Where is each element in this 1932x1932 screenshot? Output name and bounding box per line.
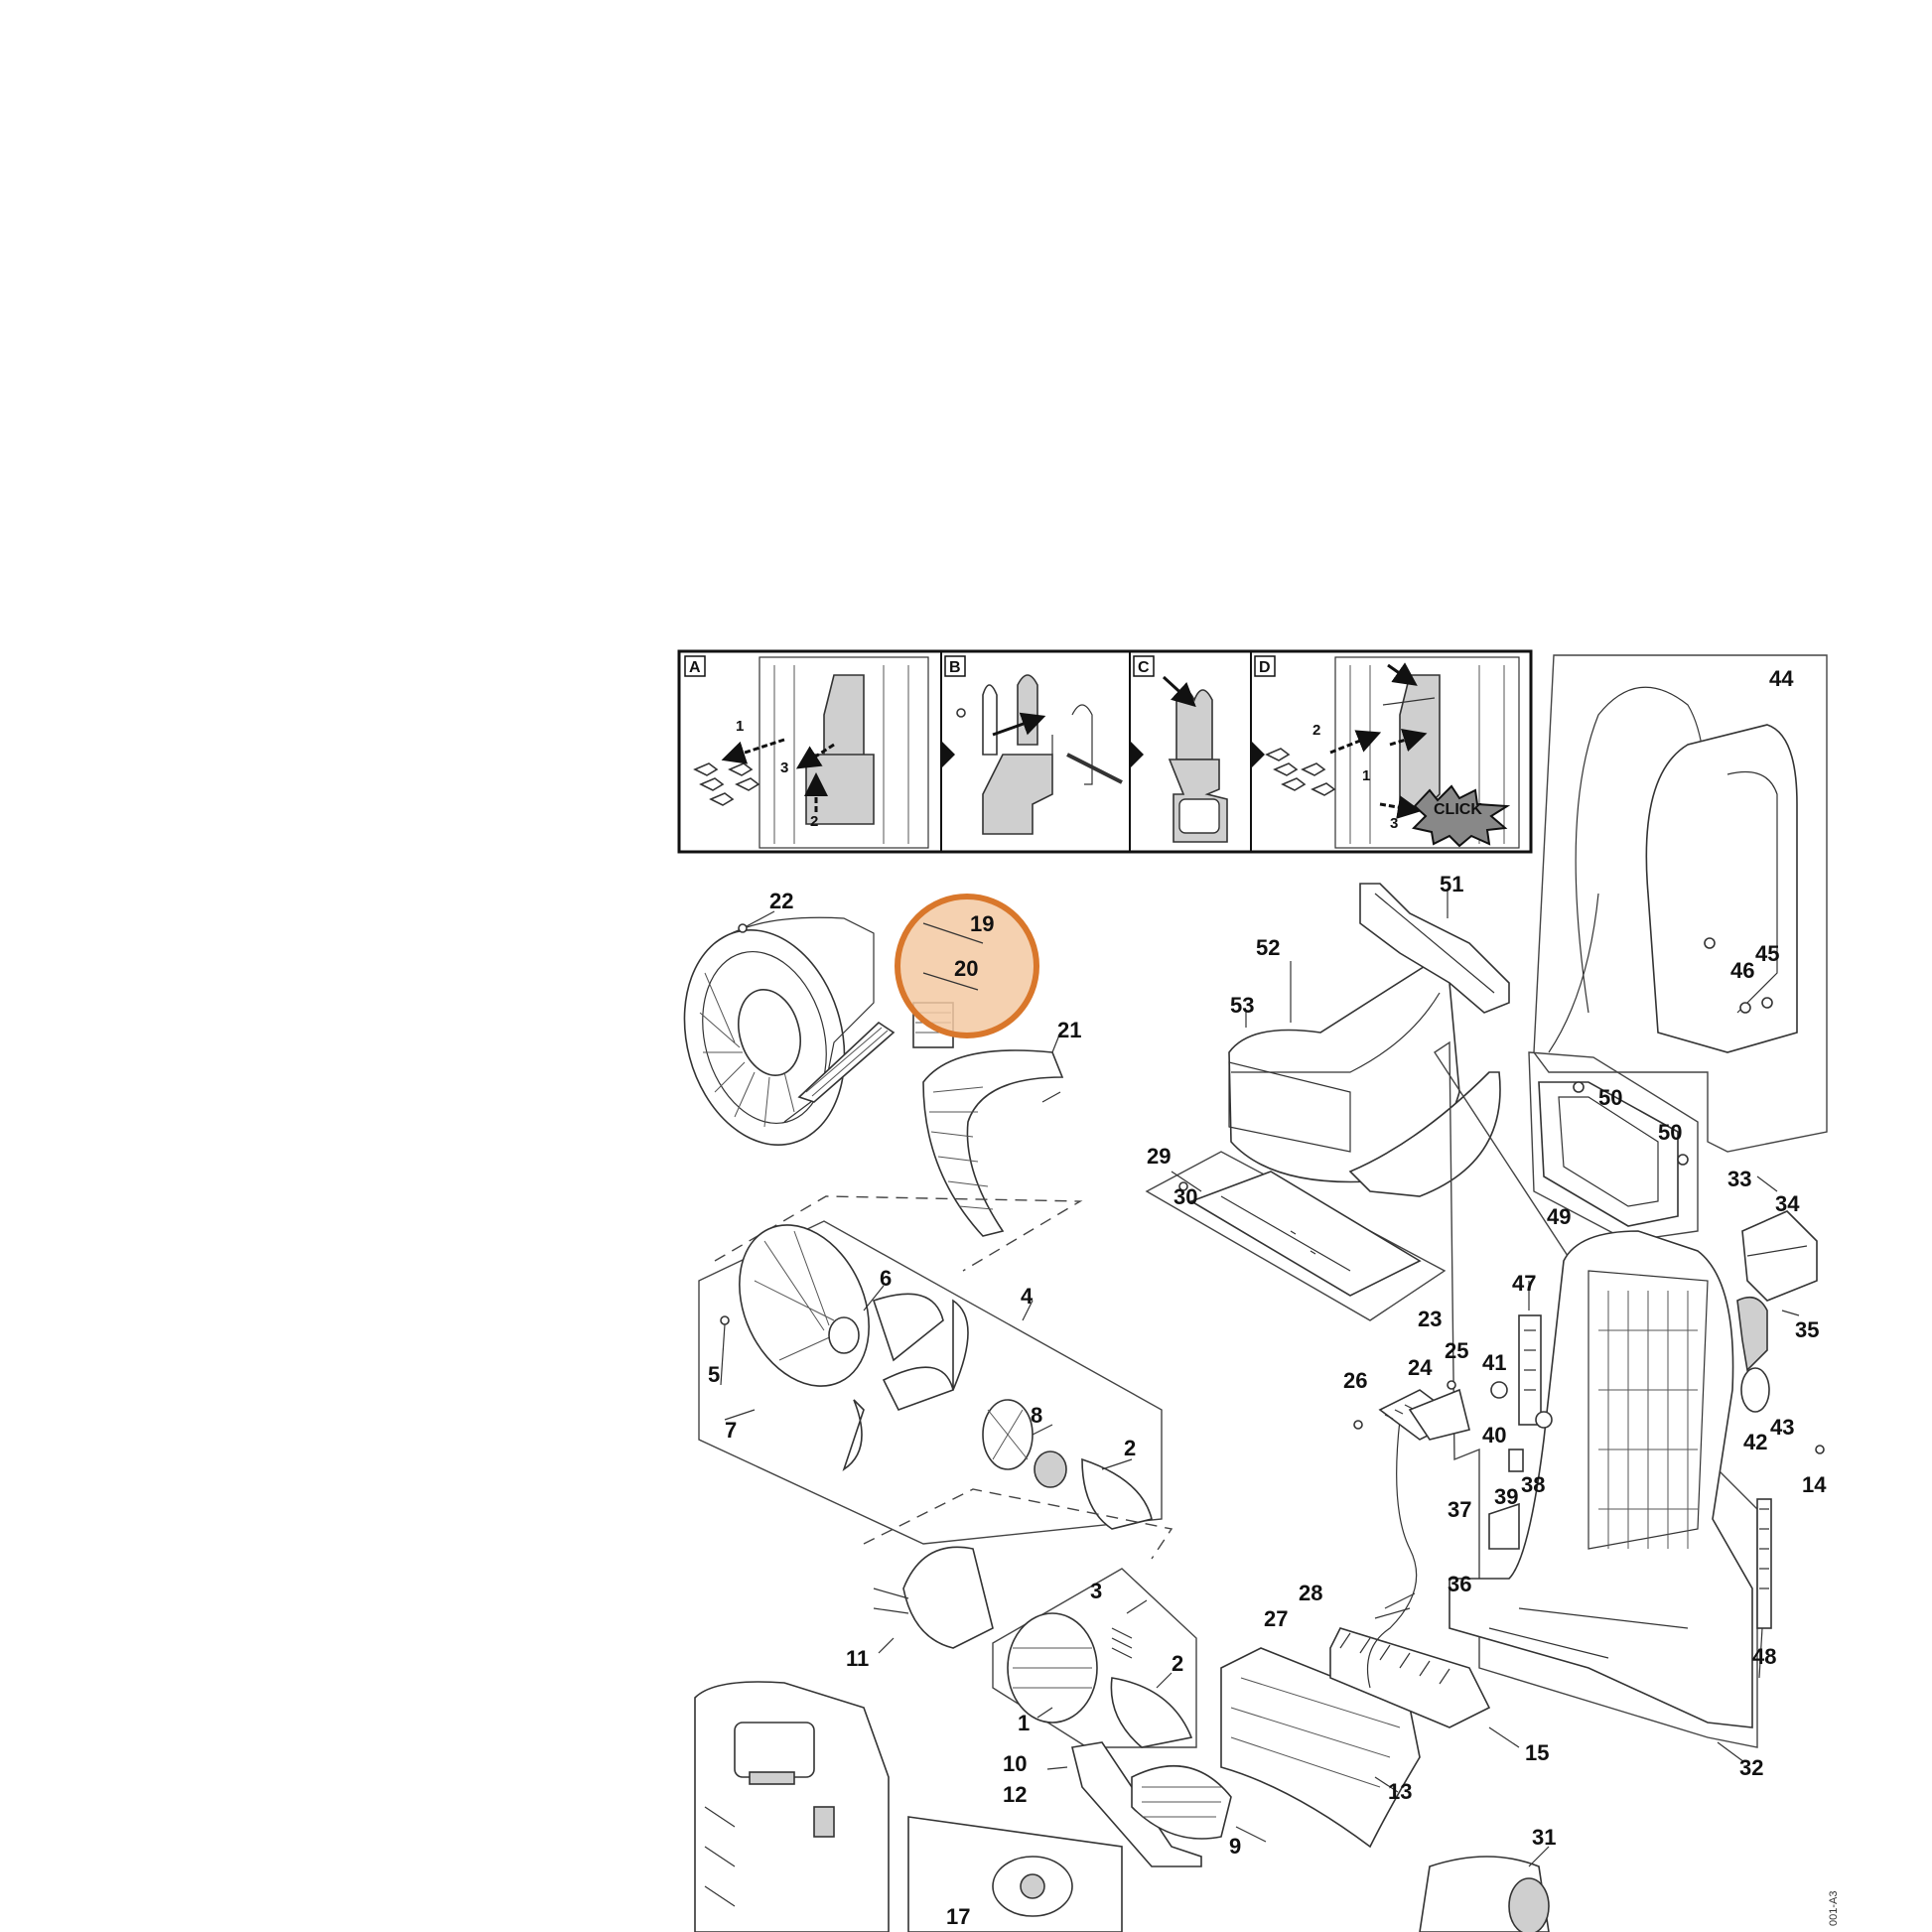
main-frame [1434,1040,1758,1748]
callout-23: 23 [1418,1307,1442,1331]
inset-panel-a: A 1 3 2 [684,655,929,849]
callout-9: 9 [1229,1834,1241,1859]
callout-27: 27 [1264,1606,1288,1631]
callout-10: 10 [1003,1751,1027,1776]
part-number-labels: 22 21 6 4 5 7 8 2 11 3 2 1 10 12 9 17 13… [708,666,1827,1929]
leader-lines [724,697,1800,1867]
callout-20: 20 [954,956,978,981]
corner-code: 001-A3 [1828,1891,1840,1926]
click-label: CLICK [1434,801,1482,818]
bracket-23 [1353,1380,1470,1441]
callout-6: 6 [880,1266,892,1291]
callout-25: 25 [1445,1338,1468,1363]
inset-panels: A 1 3 2 B [677,649,1533,854]
panel-letter-b: B [949,659,961,676]
callout-22: 22 [769,889,793,913]
callout-38: 38 [1521,1472,1545,1497]
callout-43: 43 [1770,1415,1794,1440]
callout-31: 31 [1532,1825,1556,1850]
highlight-circle: 19 20 [895,894,1039,1038]
right-small-parts [1488,1210,1825,1629]
hip-belt [1228,959,1501,1197]
callout-49: 49 [1547,1204,1571,1229]
callout-3: 3 [1090,1579,1102,1603]
callout-2b: 2 [1172,1651,1183,1676]
lower-components [907,1627,1550,1932]
panel-a-step-1: 1 [736,718,744,735]
callout-48: 48 [1752,1644,1776,1669]
callout-13: 13 [1388,1779,1412,1804]
callout-50a: 50 [1598,1085,1622,1110]
panel-a-step-2: 2 [810,813,818,830]
callout-36: 36 [1448,1572,1471,1596]
callout-42: 42 [1743,1430,1767,1454]
callout-30: 30 [1173,1184,1197,1209]
callout-15: 15 [1525,1740,1549,1765]
callout-2a: 2 [1124,1436,1136,1460]
inset-panel-d: D CLICK 2 1 3 [1251,655,1520,849]
panel-a-step-3: 3 [780,759,788,776]
motor-group [873,1546,1197,1748]
callout-29: 29 [1147,1144,1171,1169]
callout-51: 51 [1440,872,1463,897]
callout-44: 44 [1769,666,1794,691]
back-pad [1533,654,1828,1153]
inset-panel-b: B [941,655,1123,835]
part-21-grille [922,1032,1064,1237]
callout-24: 24 [1408,1355,1433,1380]
callout-19: 19 [970,911,994,936]
callout-41: 41 [1482,1350,1506,1375]
callout-28: 28 [1299,1581,1322,1605]
callout-46: 46 [1730,958,1754,983]
panel-d-step-2: 2 [1312,722,1320,739]
panel-letter-a: A [689,659,701,676]
callout-26: 26 [1343,1368,1367,1393]
callout-8: 8 [1031,1403,1042,1428]
shoulder-pad-49 [1528,1051,1699,1242]
callout-39: 39 [1494,1484,1518,1509]
strap-51 [1359,883,1510,1014]
callout-34: 34 [1775,1191,1800,1216]
inset-panel-c: C [1130,655,1228,843]
fan-wheel-group [698,1220,1163,1545]
callout-37: 37 [1448,1497,1471,1522]
callout-11: 11 [846,1646,869,1671]
callout-32: 32 [1739,1755,1763,1780]
callout-1: 1 [1018,1711,1030,1735]
click-burst [1412,784,1511,848]
callout-17: 17 [946,1904,970,1929]
callout-47: 47 [1512,1271,1536,1296]
callout-45: 45 [1755,941,1779,966]
callout-5: 5 [708,1362,720,1387]
callout-4: 4 [1021,1284,1034,1309]
callout-53: 53 [1230,993,1254,1018]
callout-40: 40 [1482,1423,1506,1448]
callout-21: 21 [1057,1018,1081,1042]
plate-29 [1145,1151,1447,1321]
battery-pack [694,1681,890,1932]
callout-50b: 50 [1658,1120,1682,1145]
panel-d-step-3: 3 [1390,815,1398,832]
callout-12: 12 [1003,1782,1027,1807]
callout-35: 35 [1795,1317,1819,1342]
panel-letter-c: C [1138,659,1150,676]
panel-d-step-1: 1 [1362,767,1370,784]
callout-14: 14 [1802,1472,1827,1497]
panel-letter-d: D [1259,659,1271,676]
callout-33: 33 [1727,1167,1751,1191]
callout-52: 52 [1256,935,1280,960]
callout-7: 7 [725,1418,737,1443]
